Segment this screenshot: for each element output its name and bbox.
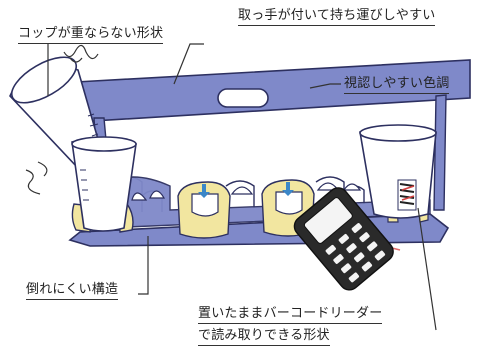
motion-lines-top: [63, 44, 99, 63]
callout-scanner-line2: で読み取りできる形状: [198, 328, 330, 346]
cup-right: [359, 124, 437, 219]
callout-color: 視認しやすい色調: [344, 76, 450, 94]
callout-leaders: [47, 43, 437, 331]
callout-scanner-line1: 置いたままバーコードリーダー: [198, 306, 383, 324]
handle-grip-hole: [217, 88, 269, 108]
motion-lines-left: [25, 161, 48, 195]
cup-left: [71, 136, 137, 232]
cup-holder-3: [261, 179, 315, 237]
tray-right-upright: [433, 94, 447, 211]
callout-stack-free: コップが重ならない形状: [18, 26, 164, 44]
down-arrow-icon: [198, 184, 210, 198]
down-arrow-icon: [282, 182, 294, 196]
barcode-scanner: [293, 187, 394, 291]
callout-stability: 倒れにくい構造: [26, 282, 119, 300]
callout-handle: 取っ手が付いて持ち運びしやすい: [238, 8, 436, 26]
cup-holder-2: [177, 181, 231, 239]
